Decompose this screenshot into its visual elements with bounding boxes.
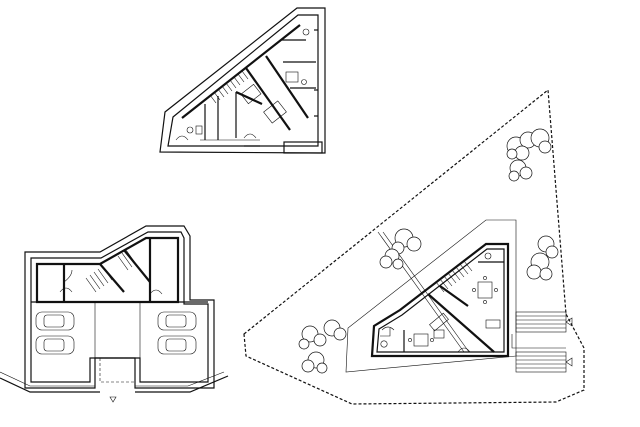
site-ground-floor-plan [243, 88, 585, 405]
basement-garage-plan [0, 225, 229, 403]
tree-group-top-right [506, 128, 552, 182]
tree-group-upper-middle [379, 228, 422, 270]
upper-floor-plan [159, 7, 326, 154]
tree-group-right [526, 235, 559, 281]
tree-group-lower-left [298, 319, 347, 374]
